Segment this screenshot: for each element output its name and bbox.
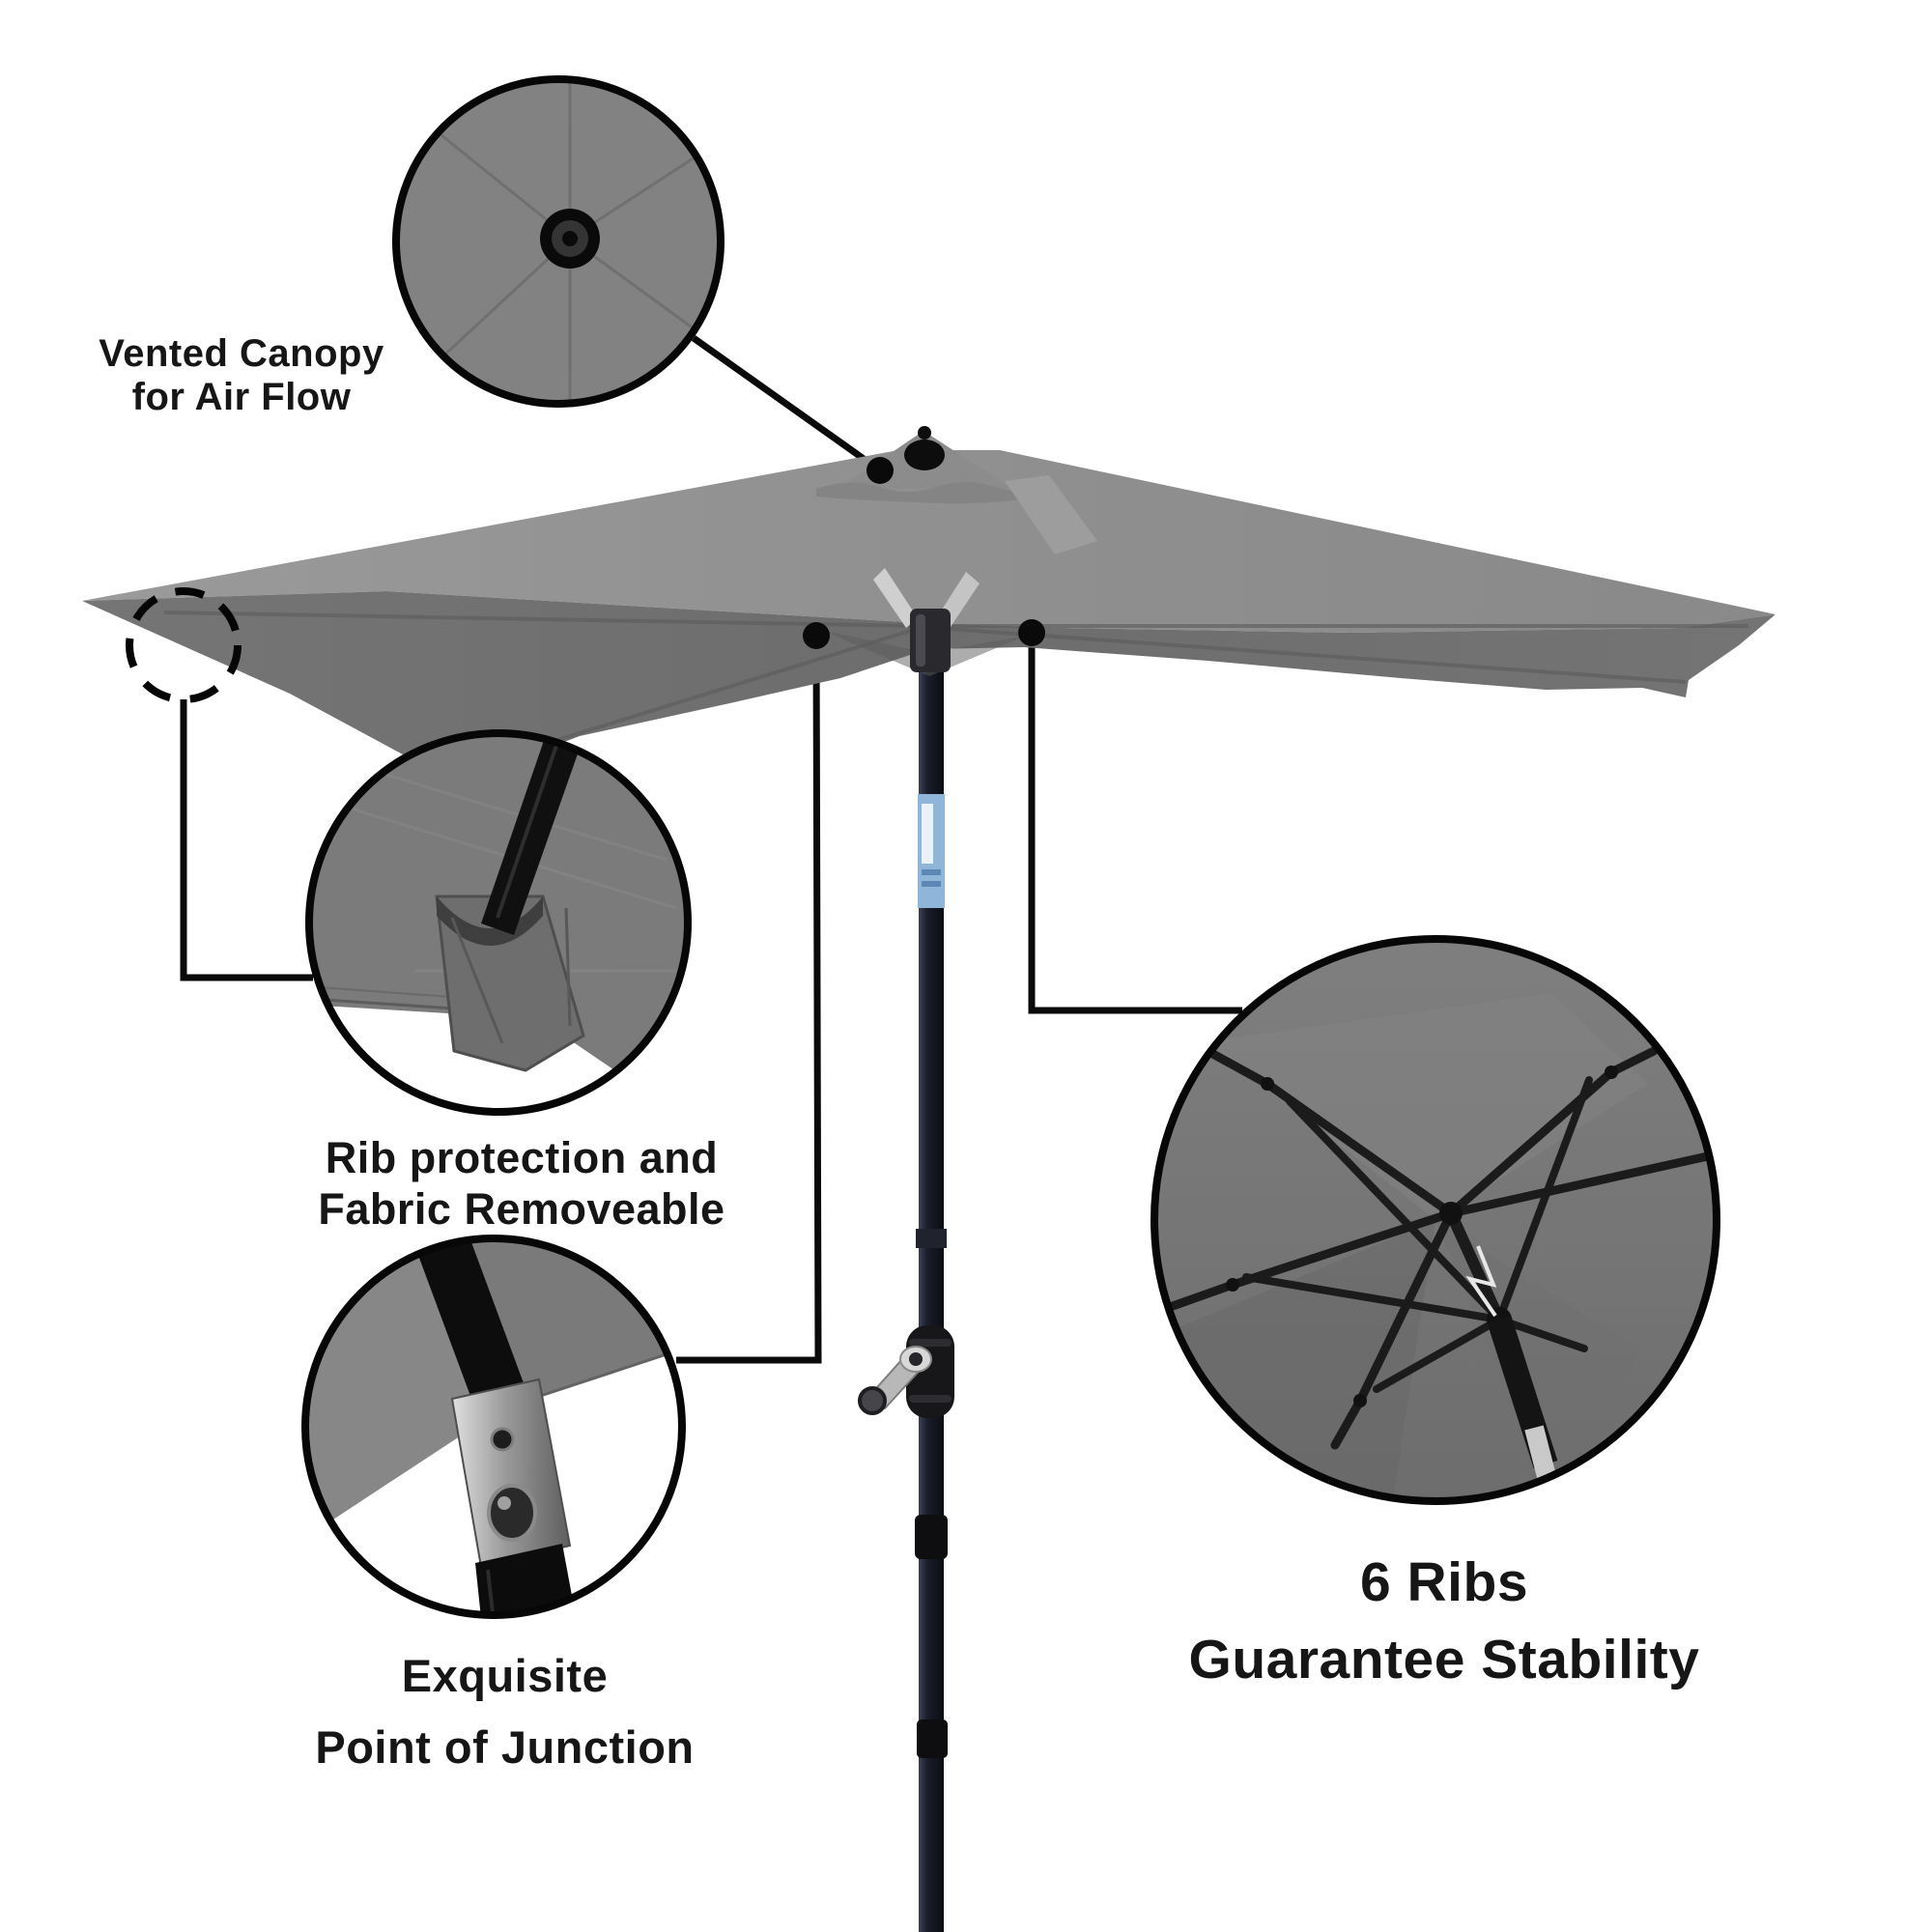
feature-label-vent-line2: for Air Flow xyxy=(131,376,352,418)
rib-tip-highlight-circle xyxy=(126,587,242,703)
callout-dot-vent xyxy=(867,457,894,484)
rib-pocket-detail-circle xyxy=(305,729,692,1116)
pull-cord xyxy=(1465,1245,1497,1318)
crank-handle-knob xyxy=(858,1386,887,1415)
junction-detail-circle xyxy=(301,1235,686,1619)
feature-label-rib-protection: Rib protection and Fabric Removeable xyxy=(280,1132,763,1235)
callout-line-six-ribs xyxy=(1028,638,1242,1014)
vent-detail-circle xyxy=(392,75,724,408)
junction-metal-collar xyxy=(450,1378,572,1569)
canopy-top-surface xyxy=(82,450,1776,633)
pole-collar-joint xyxy=(915,1515,948,1559)
feature-label-junction: Exquisite Point of Junction xyxy=(261,1640,749,1783)
feature-label-rib-line1: Rib protection and xyxy=(325,1133,719,1182)
feature-label-junction-line1: Exquisite xyxy=(401,1650,609,1701)
umbrella xyxy=(82,426,1776,1932)
junction-bolt-large xyxy=(487,1484,537,1542)
callout-line-junction xyxy=(676,639,822,1364)
pole-lower-joint xyxy=(917,1719,948,1758)
callout-line-rib-protection xyxy=(180,699,313,981)
umbrella-pole xyxy=(858,667,954,1932)
feature-label-vent-line1: Vented Canopy xyxy=(99,332,384,375)
crank-assembly xyxy=(858,1325,954,1418)
junction-rib-bar xyxy=(413,1242,529,1414)
canopy-hub xyxy=(873,568,980,672)
feature-label-rib-line2: Fabric Removeable xyxy=(318,1184,725,1234)
callout-dot-junction xyxy=(803,622,830,649)
feature-label-junction-line2: Point of Junction xyxy=(315,1721,695,1773)
feature-label-six-ribs-line1: 6 Ribs xyxy=(1359,1551,1529,1613)
feature-label-six-ribs: 6 Ribs Guarantee Stability xyxy=(1082,1544,1806,1698)
callout-dot-six-ribs xyxy=(1018,619,1045,646)
detail-pole-lower xyxy=(1537,1478,1570,1501)
feature-label-vent: Vented Canopy for Air Flow xyxy=(58,332,425,419)
callout-dots xyxy=(803,457,1045,649)
callout-lines xyxy=(180,335,1242,1364)
feature-label-six-ribs-line2: Guarantee Stability xyxy=(1188,1629,1700,1690)
pole-label xyxy=(918,794,945,908)
finial-knob-icon xyxy=(904,440,945,470)
pole-upper-joint xyxy=(916,1229,947,1248)
junction-bolt-small xyxy=(490,1427,515,1452)
ribs-detail-circle xyxy=(1151,935,1720,1505)
vent-flap-tie xyxy=(1005,475,1097,554)
callout-line-vent xyxy=(691,335,883,473)
